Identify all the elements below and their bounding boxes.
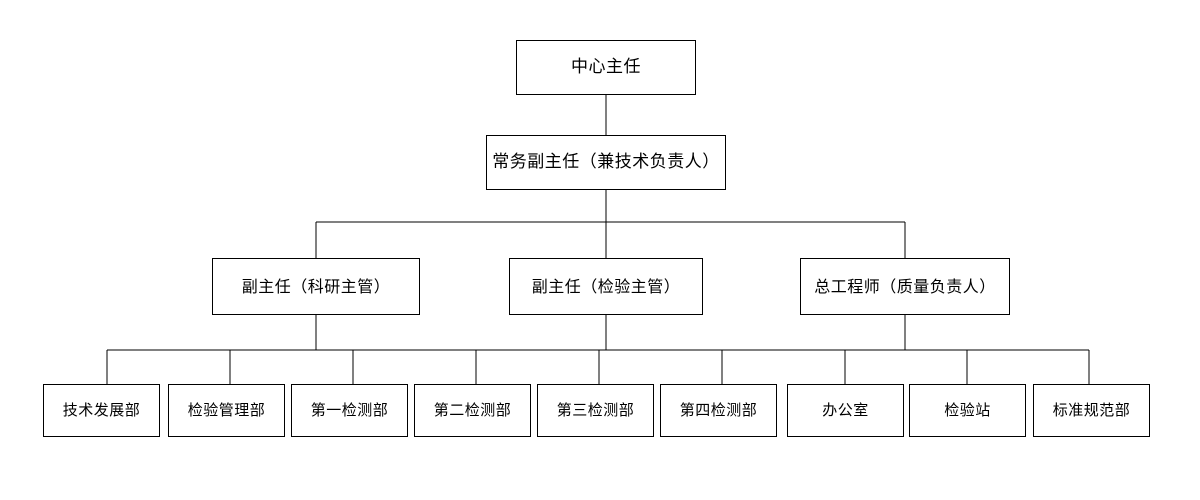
node-label: 总工程师（质量负责人） (814, 276, 996, 296)
node-label: 常务副主任（兼技术负责人） (492, 152, 720, 173)
node-third-testing-dept[interactable]: 第三检测部 (537, 384, 654, 437)
node-label: 办公室 (822, 401, 869, 420)
node-label: 第二检测部 (433, 401, 512, 420)
node-label: 标准规范部 (1052, 401, 1131, 420)
node-second-testing-dept[interactable]: 第二检测部 (414, 384, 531, 437)
node-deputy-director-inspection[interactable]: 副主任（检验主管） (509, 258, 703, 315)
node-label: 副主任（科研主管） (241, 276, 391, 296)
node-inspection-station[interactable]: 检验站 (909, 384, 1026, 437)
node-label: 第一检测部 (310, 401, 389, 420)
node-chief-engineer-quality[interactable]: 总工程师（质量负责人） (800, 258, 1010, 315)
node-label: 检验管理部 (187, 401, 266, 420)
node-center-director[interactable]: 中心主任 (516, 40, 696, 95)
node-inspection-management-dept[interactable]: 检验管理部 (168, 384, 285, 437)
node-label: 检验站 (944, 401, 991, 420)
node-label: 技术发展部 (62, 401, 141, 420)
node-label: 中心主任 (571, 57, 641, 78)
node-label: 第四检测部 (679, 401, 758, 420)
node-deputy-director-research[interactable]: 副主任（科研主管） (212, 258, 420, 315)
node-first-testing-dept[interactable]: 第一检测部 (291, 384, 408, 437)
node-office[interactable]: 办公室 (787, 384, 904, 437)
node-label: 副主任（检验主管） (531, 276, 681, 296)
node-standards-specifications-dept[interactable]: 标准规范部 (1033, 384, 1150, 437)
node-executive-deputy-director[interactable]: 常务副主任（兼技术负责人） (486, 135, 726, 190)
node-fourth-testing-dept[interactable]: 第四检测部 (660, 384, 777, 437)
node-technology-development-dept[interactable]: 技术发展部 (43, 384, 160, 437)
node-label: 第三检测部 (556, 401, 635, 420)
